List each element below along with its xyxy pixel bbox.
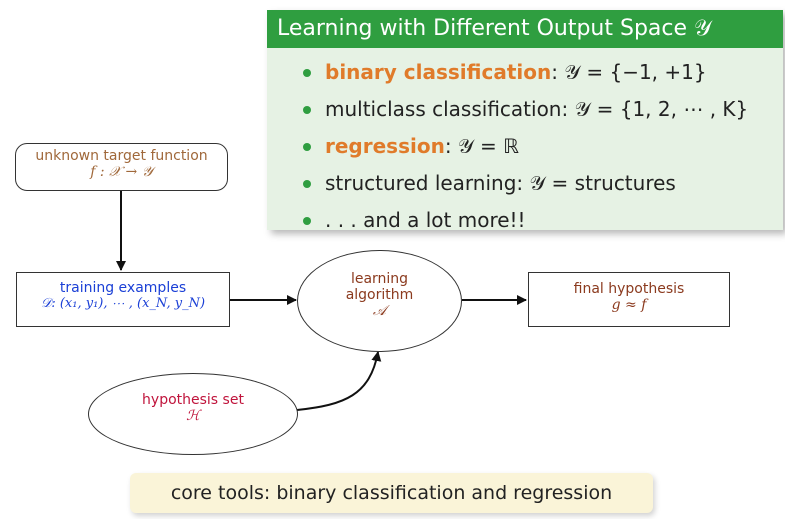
bullet-label: binary classification xyxy=(325,60,552,84)
training-examples-label: training examples xyxy=(59,280,187,296)
bullet-dot-icon xyxy=(303,106,311,114)
bullet-rest: : 𝒴 = {1, 2, ⋯ , K} xyxy=(561,97,749,121)
bullet-dot-icon xyxy=(303,143,311,151)
bullet-rest: : 𝒴 = ℝ xyxy=(444,134,519,158)
bullet-label: multiclass classification xyxy=(325,97,562,121)
bullet-dot-icon xyxy=(303,217,311,225)
list-item: . . . and a lot more!! xyxy=(267,202,783,239)
target-function-formula: f : 𝒳 → 𝒴 xyxy=(90,164,153,180)
output-space-panel: Learning with Different Output Space 𝒴 b… xyxy=(267,10,783,232)
output-space-list: binary classification: 𝒴 = {−1, +1} mult… xyxy=(267,54,783,239)
target-function-label: unknown target function xyxy=(35,148,208,164)
panel-title: Learning with Different Output Space 𝒴 xyxy=(267,10,783,48)
final-hypothesis-label: final hypothesis xyxy=(573,281,685,297)
list-item: binary classification: 𝒴 = {−1, +1} xyxy=(267,54,783,91)
arrow-hypothesis-to-algorithm xyxy=(296,351,382,411)
target-function-box: unknown target function f : 𝒳 → 𝒴 xyxy=(15,143,228,191)
hypothesis-set-symbol: ℋ xyxy=(186,408,200,424)
list-item: regression: 𝒴 = ℝ xyxy=(267,128,783,165)
training-examples-box: training examples 𝒟: (x₁, y₁), ⋯ , (x_N,… xyxy=(16,272,230,327)
learning-algorithm-node: learning algorithm 𝒜 xyxy=(297,250,462,352)
algorithm-symbol: 𝒜 xyxy=(372,303,387,319)
bullet-rest: : 𝒴 = {−1, +1} xyxy=(551,60,707,84)
list-item: multiclass classification: 𝒴 = {1, 2, ⋯ … xyxy=(267,91,783,128)
bullet-dot-icon xyxy=(303,69,311,77)
algorithm-label-line1: learning xyxy=(350,271,409,287)
bullet-dot-icon xyxy=(303,180,311,188)
algorithm-label-line2: algorithm xyxy=(345,287,414,303)
bullet-label: regression xyxy=(325,134,445,158)
bullet-label: . . . and a lot more!! xyxy=(325,208,526,232)
final-hypothesis-box: final hypothesis g ≈ f xyxy=(528,272,730,327)
list-item: structured learning: 𝒴 = structures xyxy=(267,165,783,202)
bullet-label: structured learning xyxy=(325,171,517,195)
core-tools-note: core tools: binary classification and re… xyxy=(130,473,653,513)
hypothesis-set-node: hypothesis set ℋ xyxy=(88,373,298,455)
hypothesis-set-label: hypothesis set xyxy=(142,392,244,408)
final-hypothesis-formula: g ≈ f xyxy=(611,297,647,313)
bullet-rest: : 𝒴 = structures xyxy=(516,171,676,195)
training-examples-formula: 𝒟: (x₁, y₁), ⋯ , (x_N, y_N) xyxy=(40,296,206,311)
